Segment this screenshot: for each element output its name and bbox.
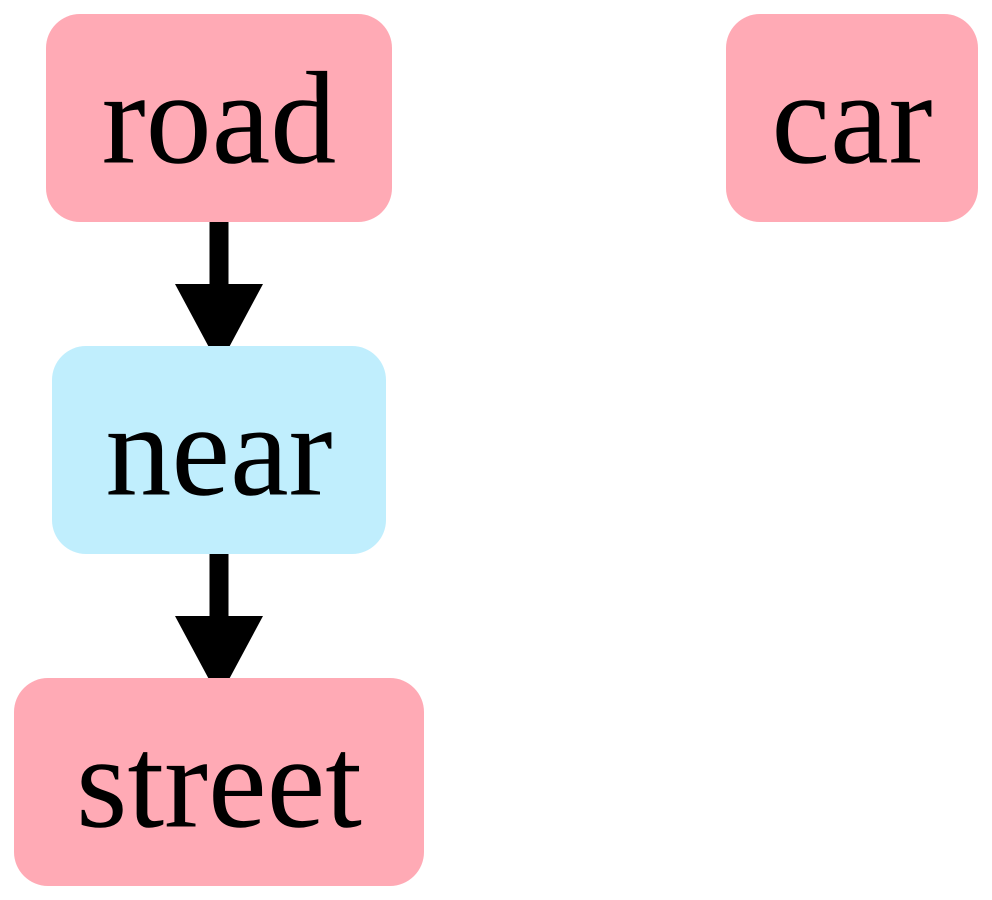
node-street-box <box>14 678 424 886</box>
node-car[interactable]: car <box>726 14 978 222</box>
node-street-label: street <box>76 709 362 856</box>
node-road[interactable]: road <box>46 14 392 222</box>
node-near-label: near <box>105 377 332 524</box>
node-near[interactable]: near <box>52 346 386 554</box>
node-car-label: car <box>771 45 932 192</box>
node-road-label: road <box>102 45 337 192</box>
node-near-box <box>52 346 386 554</box>
edge-near-to-street <box>175 553 263 698</box>
node-street[interactable]: street <box>14 678 424 886</box>
edge-road-to-near <box>175 222 263 366</box>
node-car-box <box>726 14 978 222</box>
node-road-box <box>46 14 392 222</box>
